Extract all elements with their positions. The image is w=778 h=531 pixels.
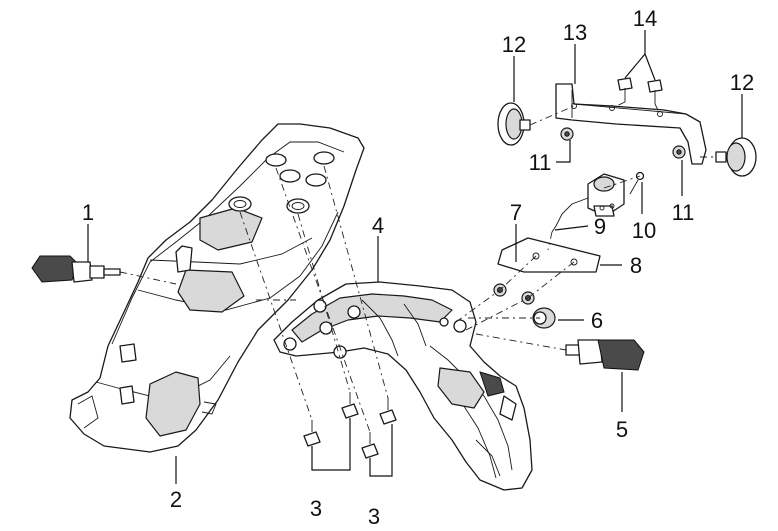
rear-undertray-part [69, 123, 365, 453]
callout-6: 6 [591, 308, 603, 333]
callout-3b: 3 [368, 504, 380, 529]
nut-11-left-part [560, 127, 574, 141]
round-reflector-left-part [497, 102, 531, 146]
leader-lines [87, 30, 743, 484]
callout-12a: 12 [502, 32, 526, 57]
callout-8: 8 [630, 253, 642, 278]
nut-11-right-part [672, 145, 686, 159]
callout-4: 4 [372, 213, 384, 238]
callout-11b: 11 [672, 200, 695, 225]
callout-2: 2 [170, 487, 182, 512]
callout-5: 5 [616, 417, 628, 442]
left-turn-indicator-part [31, 255, 121, 283]
assembly-lines [119, 101, 716, 433]
callout-12b: 12 [730, 70, 754, 95]
callout-3a: 3 [310, 496, 322, 521]
reflector-part [497, 237, 601, 273]
round-reflector-right-part [715, 137, 757, 177]
callout-labels: 1 2 3 3 4 5 6 7 8 9 10 11 11 12 12 13 14 [82, 6, 754, 529]
right-turn-indicator-part [565, 339, 645, 371]
screws-3-part [303, 392, 397, 459]
license-light-part [551, 173, 625, 233]
bolts-14-part [617, 77, 663, 104]
callout-9: 9 [594, 214, 606, 239]
rear-mudguard-part [273, 281, 533, 491]
callout-10: 10 [632, 218, 656, 243]
callout-7: 7 [510, 200, 522, 225]
callout-13: 13 [563, 20, 587, 45]
callout-14: 14 [633, 6, 657, 31]
callout-1: 1 [82, 200, 94, 225]
nuts-part [493, 283, 535, 305]
callout-11a: 11 [529, 150, 552, 175]
